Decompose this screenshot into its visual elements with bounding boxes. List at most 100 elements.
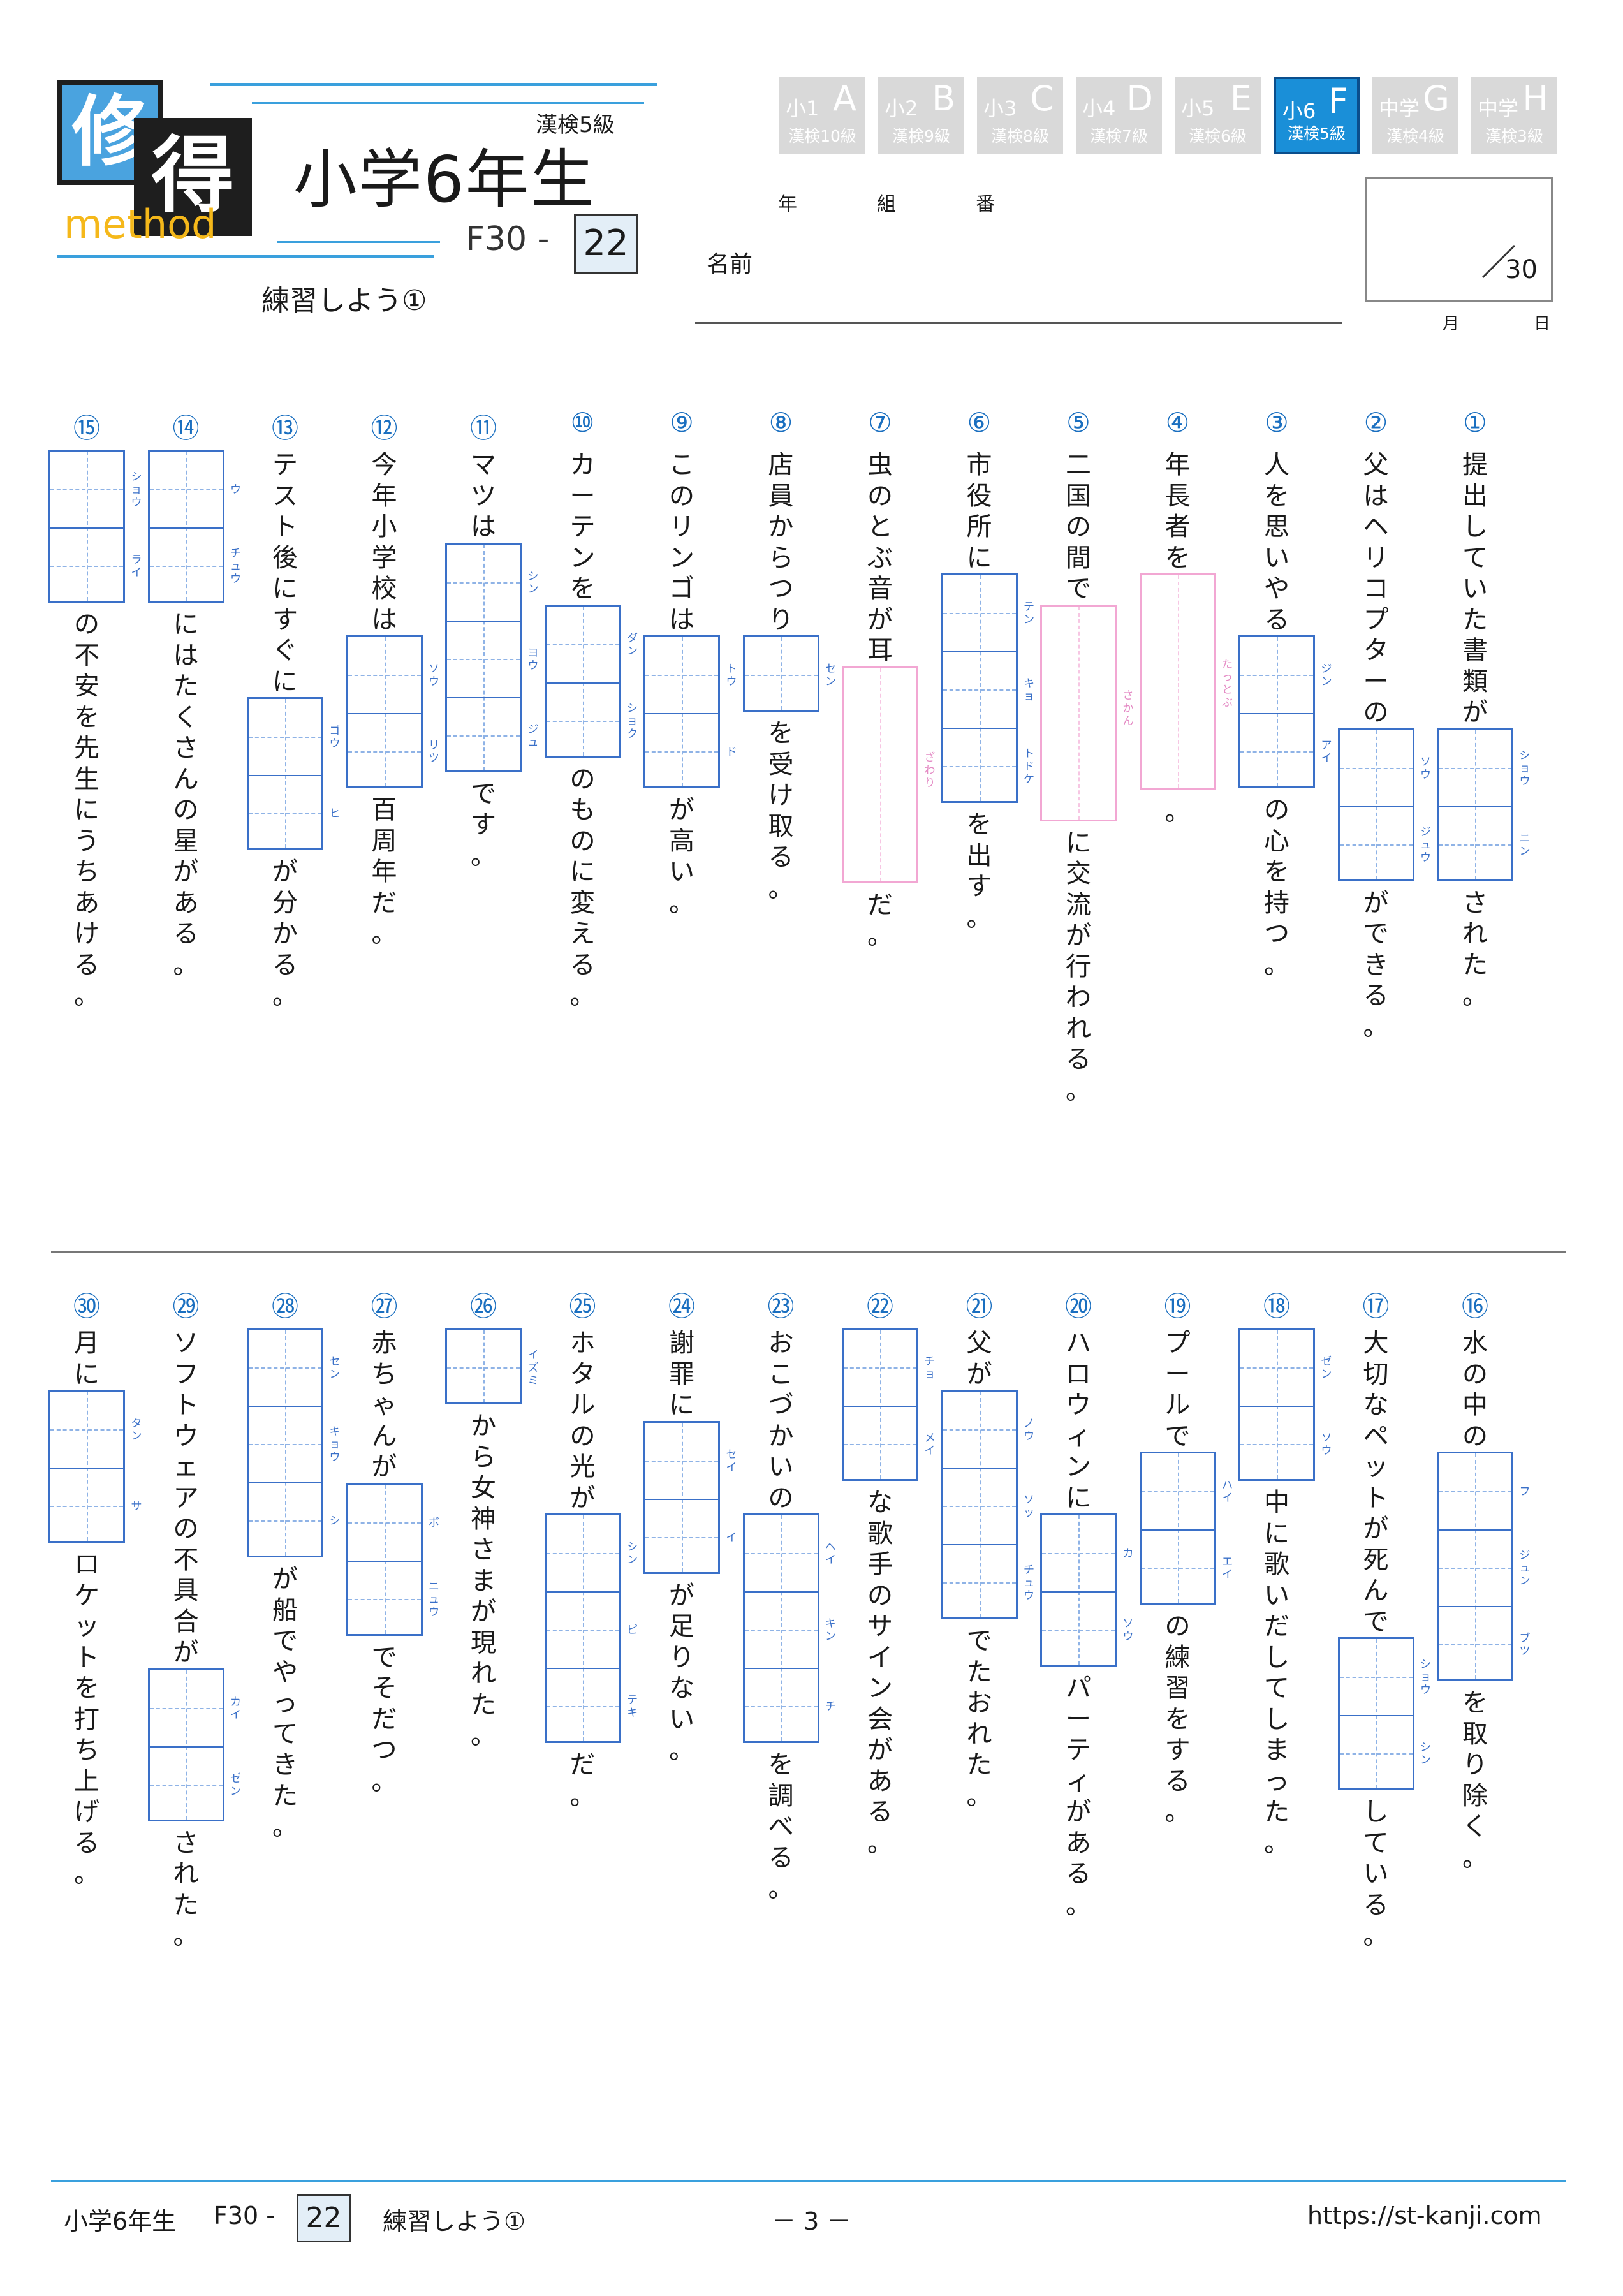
level-letter: C (1030, 78, 1054, 119)
name-label: 名前 (707, 251, 753, 277)
reading-hint: テ ン (1024, 601, 1034, 626)
question-number: ⑦ (868, 407, 892, 438)
question-number: ㉑ (966, 1291, 993, 1322)
answer-box[interactable]: チ ョメ イ (842, 1328, 936, 1481)
reading-hint: セ イ (726, 1448, 737, 1474)
question-text-before: お こ づ か い の (768, 1328, 794, 1513)
answer-box[interactable]: セ イイ (643, 1420, 737, 1574)
level-grade: 小1 (786, 96, 819, 121)
question-number: ⑪ (469, 413, 497, 444)
answer-box[interactable]: フジ ュ ンブ ツ (1437, 1452, 1531, 1681)
reading-hint: カ (1122, 1547, 1134, 1560)
answer-box[interactable]: シ ョ ウラ イ (48, 450, 142, 603)
question-text-after: の 心 を 持 つ 。 (1264, 795, 1289, 980)
answer-box[interactable]: シ ョ ウニ ン (1437, 728, 1531, 881)
reading-hint: チ ョ (924, 1355, 936, 1381)
worksheet-code-prefix: F30 - (466, 220, 550, 258)
reading-hint: ゴ ウ (329, 725, 341, 750)
answer-box[interactable]: タ ンサ (48, 1390, 142, 1543)
answer-box[interactable]: ハ イエ イ (1139, 1452, 1233, 1605)
answer-box[interactable]: ゼ ンソ ウ (1238, 1328, 1332, 1481)
question-number: ⑰ (1362, 1291, 1390, 1322)
question-text-after: で す 。 (471, 779, 496, 871)
level-kanken: 漢検3級 (1485, 127, 1543, 145)
answer-box[interactable]: イ ズ ミ (445, 1328, 539, 1404)
answer-box[interactable]: テ ンキ ョト ド ケ (941, 573, 1034, 803)
reading-hint: ソ ウ (1122, 1617, 1134, 1643)
question-number: ㉒ (866, 1291, 893, 1322)
answer-box[interactable]: ボニ ュ ウ (346, 1482, 439, 1636)
answer-box[interactable]: カソ ウ (1040, 1513, 1134, 1667)
answer-box[interactable]: ジ ンア イ (1238, 635, 1332, 788)
level-letter: B (931, 78, 955, 119)
answer-box[interactable]: セ ンキ ョ ウシ (247, 1328, 341, 1557)
reading-hint: メ イ (924, 1432, 936, 1457)
question-text-after: な 歌 手 の サ イ ン 会 が あ る 。 (867, 1488, 893, 1858)
question-text-before: 虫 の と ぶ 音 が 耳 (867, 450, 893, 665)
name-field[interactable] (695, 322, 1342, 324)
answer-box[interactable]: セ ン (742, 635, 836, 712)
question-text-after: ロ ケ ッ ト を 打 ち 上 げ る 。 (74, 1550, 99, 1888)
answer-box[interactable]: シ ンヨ ウジ ュ (445, 542, 539, 772)
number-label: 番 (976, 193, 995, 216)
question-text-before: 謝 罪 に (669, 1328, 694, 1420)
question-text-before: 年 長 者 を (1164, 450, 1191, 573)
answer-box[interactable]: シ ョ ウシ ン (1337, 1637, 1431, 1790)
answer-box[interactable]: ヘ イキ ンチ (742, 1513, 836, 1743)
answer-box[interactable]: ソ ウジ ュ ウ (1337, 728, 1431, 881)
reading-hint: ト ド ケ (1024, 747, 1034, 786)
reading-hint: カ イ (230, 1695, 241, 1721)
question-text-before: 父 は ヘ リ コ プ タ ー の (1363, 450, 1389, 727)
answer-box[interactable]: シ ンピテ キ (544, 1513, 638, 1743)
reading-hint: キ ョ (1024, 677, 1034, 703)
question-number: ㉚ (73, 1291, 100, 1322)
header-line-bottom (57, 255, 434, 258)
reading-hint: た っ と ぶ (1222, 658, 1233, 709)
question-text-before: 月 に (74, 1328, 99, 1389)
reading-hint: ヒ (329, 807, 341, 820)
level-grade: 小6 (1282, 99, 1316, 123)
reading-hint: シ (329, 1515, 341, 1527)
footer-title: 小学6年生 (64, 2207, 177, 2235)
level-letter: G (1423, 78, 1450, 119)
score-box[interactable] (1365, 177, 1553, 302)
question-text-before: ソ フ ト ウ ェ ア の 不 具 合 が (173, 1328, 199, 1667)
question-text-after: の も の に 変 え る 。 (569, 764, 596, 1011)
question-number: ⑲ (1164, 1291, 1191, 1322)
question-text-after: さ れ た 。 (173, 1828, 199, 1951)
answer-box[interactable]: カ イゼ ン (147, 1668, 241, 1821)
reading-hint: ボ (429, 1516, 439, 1529)
month-label: 月 (1443, 314, 1460, 334)
answer-box[interactable]: ダ ンシ ョ ク (544, 604, 638, 758)
level-kanken: 漢検7級 (1090, 127, 1148, 145)
header-line-top (210, 83, 657, 86)
question-text-after: を 出 す 。 (966, 810, 992, 932)
reading-hint: サ (131, 1500, 142, 1513)
site-url[interactable]: https://st-kanji.com (1307, 2202, 1542, 2230)
question-text-before: 今 年 小 学 校 は (371, 450, 397, 635)
question-text-after: を 調 べ る 。 (768, 1750, 794, 1903)
header-line-top-thin (252, 102, 644, 104)
answer-box[interactable]: ノ ウソ ッチ ュ ウ (941, 1390, 1034, 1619)
reading-hint: ア イ (1321, 739, 1332, 765)
answer-box[interactable]: さ か ん (1040, 604, 1134, 821)
answer-box[interactable]: ウチ ュ ウ (147, 450, 241, 603)
reading-hint: キ ョ ウ (329, 1425, 341, 1464)
answer-box[interactable]: ゴ ウヒ (247, 697, 341, 850)
question-number: ⑭ (172, 413, 200, 444)
answer-box[interactable]: ソ ウリ ツ (346, 635, 439, 788)
answer-box[interactable]: た っ と ぶ (1139, 573, 1233, 790)
answer-box[interactable]: ト ウド (643, 635, 737, 788)
level-grade: 小2 (885, 96, 918, 121)
reading-hint: ソ ウ (1420, 755, 1431, 781)
question-text-before: こ の リ ン ゴ は (669, 450, 694, 635)
answer-box[interactable]: ざ わ り (842, 666, 936, 883)
